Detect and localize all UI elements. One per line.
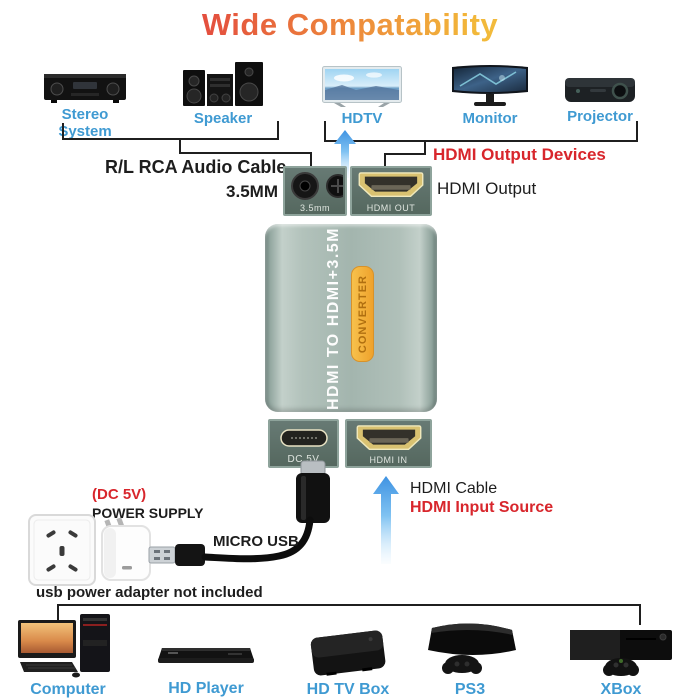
connector-line [636, 121, 638, 142]
hdmi-connector-icon [358, 172, 424, 197]
micro-usb-port-icon [279, 429, 328, 447]
connector-line [324, 121, 326, 142]
hdmi-out-port: HDMI OUT [350, 166, 432, 216]
dc-power-port: DC.5V [268, 419, 339, 468]
device-speaker: Speaker [178, 60, 268, 128]
port-label: HDMI IN [369, 455, 408, 465]
connector-line [384, 153, 426, 155]
port-label: DC.5V [287, 454, 320, 465]
hd-tv-box-icon [310, 630, 386, 676]
connector-line [179, 138, 181, 154]
hdmi-cable-label: HDMI Cable [410, 480, 498, 497]
wall-socket-icon [28, 514, 96, 586]
port-label: HDMI OUT [366, 203, 416, 213]
connector-line [57, 604, 59, 622]
power-supply-label: POWER SUPPLY [92, 505, 204, 521]
audio-jack-port: 3.5mm [283, 166, 347, 216]
connector-line [384, 153, 386, 167]
micro-usb-label: MICRO USB [213, 533, 299, 550]
hdmi-output-label: HDMI Output [437, 179, 537, 198]
ps3-icon [428, 623, 516, 674]
device-hd-tv-box: HD TV Box [303, 626, 393, 699]
device-label: Computer [30, 681, 106, 698]
connector-line [62, 123, 64, 140]
device-hd-player: HD Player [158, 640, 254, 698]
converter-badge: CONVERTER [351, 266, 374, 362]
audio-jack-icon [291, 172, 343, 200]
device-label: Projector [567, 108, 633, 125]
device-monitor: Monitor [446, 64, 534, 128]
hdmi-input-source-label: HDMI Input Source [410, 499, 554, 516]
device-hdtv: HDTV [318, 66, 406, 128]
hdtv-icon [322, 66, 402, 107]
port-label: 3.5mm [299, 203, 330, 213]
connector-line [277, 121, 279, 140]
connector-line [639, 604, 641, 625]
device-ps3: PS3 [418, 620, 522, 699]
hd-player-icon [158, 648, 254, 663]
stereo-system-icon [44, 74, 126, 103]
converter-model-text: HDMI TO HDMI+3.5M [325, 226, 342, 410]
device-label: Stereo System [58, 106, 112, 140]
device-label: PS3 [454, 681, 486, 698]
connector-line [324, 140, 638, 142]
connector-line [62, 138, 279, 140]
dc5v-label: (DC 5V) [92, 486, 147, 503]
up-arrow-icon [334, 130, 356, 178]
speaker-icon [183, 62, 263, 106]
projector-icon [565, 78, 635, 102]
xbox-icon [570, 630, 672, 676]
page-title: Wide Compatability [0, 7, 700, 43]
device-label: HD Player [168, 680, 244, 697]
computer-icon [18, 614, 110, 678]
adapter-note: usb power adapter not included [36, 584, 263, 601]
device-label: Monitor [462, 110, 518, 127]
connector-line [57, 604, 641, 606]
device-label: HDTV [341, 110, 383, 127]
micro-usb-plug-icon [296, 460, 330, 523]
up-arrow-icon [373, 476, 399, 564]
device-label: Speaker [193, 110, 253, 127]
usb-plug-icon [148, 544, 205, 566]
hdmi-output-devices-heading: HDMI Output Devices [433, 145, 606, 164]
connector-line [310, 152, 312, 167]
connector-line [424, 140, 426, 155]
connector-line [179, 152, 312, 154]
usb-cable-icon [201, 516, 314, 563]
device-label: HD TV Box [306, 681, 390, 698]
device-computer: Computer [18, 614, 118, 699]
hdmi-connector-icon [356, 424, 421, 450]
device-xbox: XBox [566, 620, 676, 699]
hdmi-in-port: HDMI IN [345, 419, 432, 468]
power-adapter-icon [101, 518, 151, 581]
device-label: XBox [600, 681, 642, 698]
monitor-icon [452, 65, 528, 106]
rca-cable-label: R/L RCA Audio Cable [105, 157, 287, 177]
device-stereo-system: Stereo System [40, 68, 130, 140]
jack-size-label: 3.5MM [226, 182, 278, 201]
device-projector: Projector [556, 74, 644, 126]
